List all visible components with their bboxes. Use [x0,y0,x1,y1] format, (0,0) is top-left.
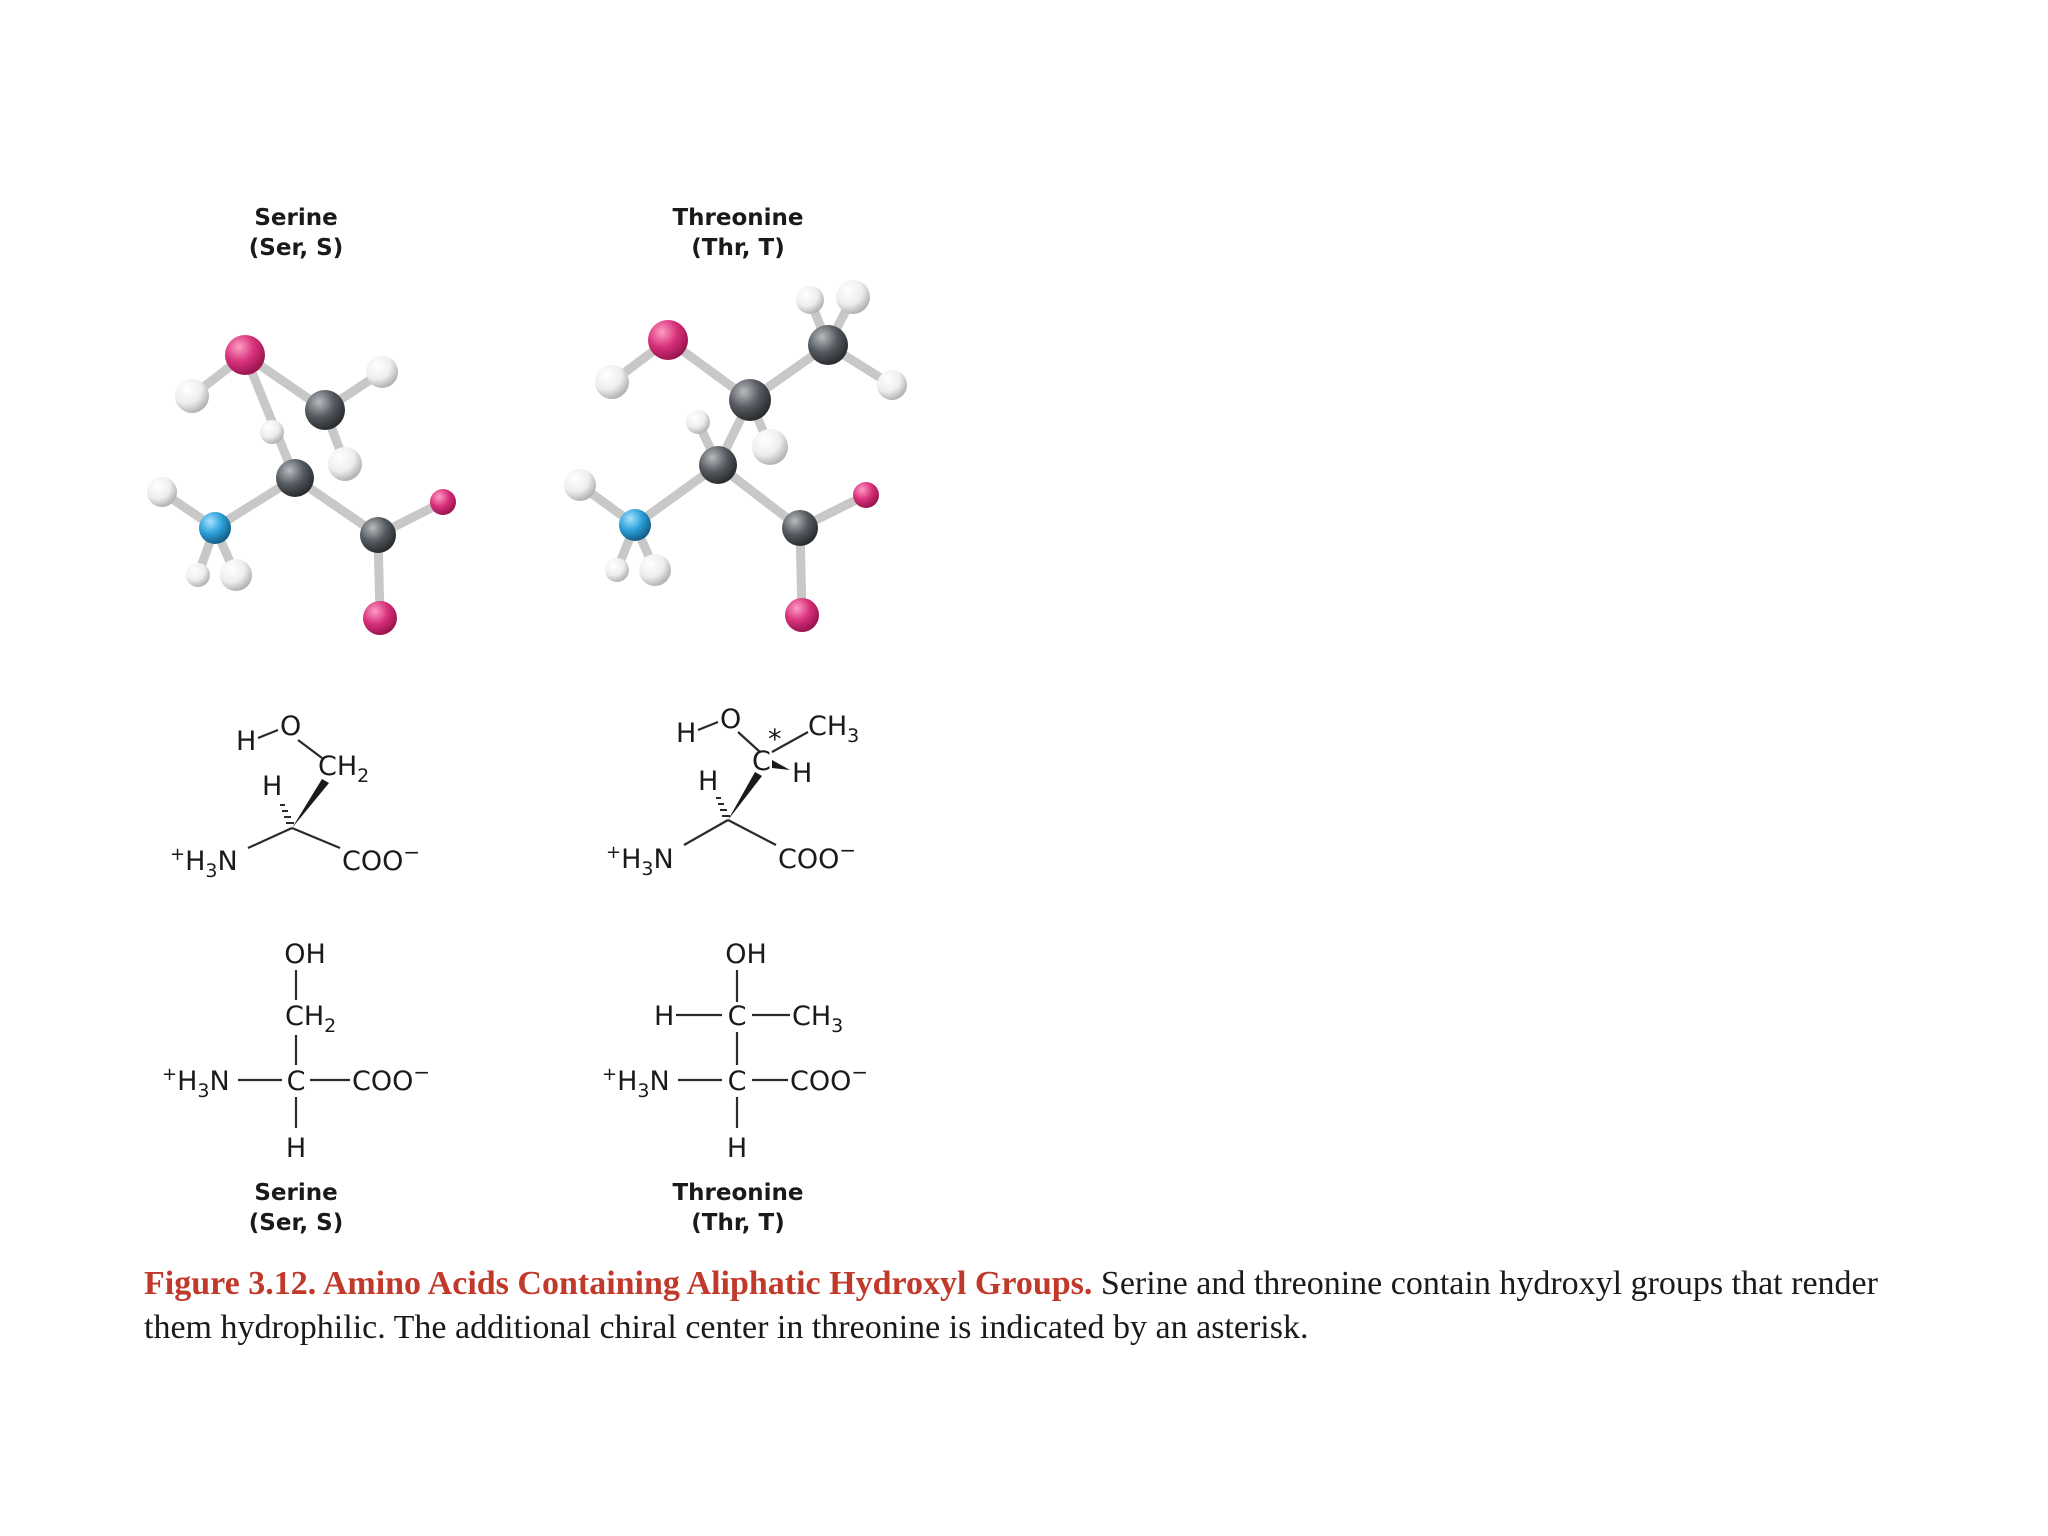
serine-oxygen-atom [225,335,265,375]
threonine-fischer-h-left: H [654,1001,674,1032]
threonine-wedge-c: C [752,746,771,777]
serine-hydrogen-atom [366,356,398,388]
figure-caption: Figure 3.12. Amino Acids Containing Alip… [144,1262,1944,1350]
serine-fischer-amine: +H3N [162,1064,230,1102]
serine-nitrogen-atom [199,512,231,544]
threonine-carbon-atom [729,379,771,421]
threonine-wedge-bond [697,720,719,732]
caption-lead: Figure 3.12. Amino Acids Containing Alip… [144,1265,1093,1302]
threonine-fischer-structure: OH H C CH3 +H3N C COO− H [602,939,868,1164]
serine-bond [240,350,300,483]
serine-wedge-oh-o: O [280,711,301,742]
serine-wedge-structure: H O CH2 H +H3N COO− [170,711,420,882]
threonine-wedge-bond-solid [772,760,790,770]
serine-fischer-ch2: CH2 [285,1001,336,1037]
serine-hydrogen-atom [260,420,284,444]
threonine-name: Threonine [672,205,803,231]
threonine-footer: Threonine (Thr, T) [672,1180,803,1236]
threonine-ball-stick-model [564,280,907,632]
serine-wedge-h: H [262,771,282,802]
serine-hydrogen-atom [186,563,210,587]
threonine-fischer-oh: OH [725,939,767,970]
threonine-wedge-bond-solid [728,772,762,820]
serine-oxygen-atom [430,489,456,515]
caption-body: Serine and threonine contain hydroxyl gr… [144,1265,1878,1346]
threonine-fischer-c: C [728,1066,747,1097]
threonine-wedge-asterisk: * [768,724,782,755]
serine-wedge-amine: +H3N [170,844,238,882]
threonine-hydrogen-atom [752,429,788,465]
threonine-fischer-carboxylate: COO− [790,1060,868,1097]
serine-carbon-atom [360,517,396,553]
serine-footer-abbr: (Ser, S) [249,1210,343,1236]
threonine-hydrogen-atom [836,280,870,314]
threonine-hydrogen-atom [595,365,629,399]
threonine-oxygen-atom [853,482,879,508]
serine-wedge-bond [297,739,323,759]
serine-wedge-oh-h: H [236,726,256,757]
threonine-fischer-c-top: C [728,1001,747,1032]
serine-hydrogen-atom [328,447,362,481]
threonine-abbr: (Thr, T) [691,235,784,261]
threonine-hydrogen-atom [564,469,596,501]
threonine-wedge-ch3: CH3 [808,711,859,747]
threonine-wedge-structure: H O CH3 * C H H +H3N COO− [606,704,859,880]
serine-carbon-atom [305,390,345,430]
serine-carbon-atom [276,459,314,497]
serine-wedge-bond-solid [292,779,329,828]
threonine-wedge-h: H [698,766,718,797]
threonine-header: Threonine (Thr, T) [672,205,803,261]
serine-fischer-structure: OH CH2 +H3N C COO− H [162,939,430,1164]
serine-ball-stick-model [147,335,456,635]
threonine-hydrogen-atom [796,286,824,314]
serine-wedge-bond-hashed [280,804,294,824]
threonine-fischer-h: H [727,1133,747,1164]
serine-header: Serine (Ser, S) [249,205,343,261]
threonine-wedge-amine: +H3N [606,842,674,880]
threonine-wedge-ch: H [792,758,812,789]
threonine-oxygen-atom [785,598,819,632]
threonine-wedge-bond [683,819,729,846]
threonine-hydrogen-atom [605,558,629,582]
threonine-carbon-atom [699,446,737,484]
serine-wedge-bond [291,826,341,850]
threonine-wedge-bond [727,819,777,846]
serine-wedge-bond [247,826,293,850]
serine-wedge-ch2: CH2 [318,751,369,787]
serine-hydrogen-atom [175,379,209,413]
serine-fischer-c: C [287,1066,306,1097]
threonine-hydrogen-atom [639,554,671,586]
serine-hydrogen-atom [147,477,177,507]
serine-fischer-h: H [286,1133,306,1164]
threonine-nitrogen-atom [619,509,651,541]
threonine-wedge-oh-h: H [676,718,696,749]
serine-hydrogen-atom [220,559,252,591]
serine-wedge-bond [257,728,279,740]
threonine-footer-abbr: (Thr, T) [691,1210,784,1236]
serine-fischer-carboxylate: COO− [352,1060,430,1097]
serine-footer-name: Serine [254,1180,337,1206]
threonine-fischer-ch3: CH3 [792,1001,843,1037]
serine-oxygen-atom [363,601,397,635]
threonine-carbon-atom [782,510,818,546]
serine-name: Serine [254,205,337,231]
threonine-oxygen-atom [648,320,688,360]
threonine-footer-name: Threonine [672,1180,803,1206]
threonine-wedge-carboxylate: COO− [778,838,856,875]
serine-fischer-oh: OH [284,939,326,970]
threonine-wedge-oh-o: O [720,704,741,735]
serine-footer: Serine (Ser, S) [249,1180,343,1236]
threonine-fischer-amine: +H3N [602,1064,670,1102]
serine-wedge-carboxylate: COO− [342,840,420,877]
threonine-wedge-bond [737,731,761,753]
threonine-hydrogen-atom [877,370,907,400]
threonine-hydrogen-atom [686,410,710,434]
threonine-wedge-bond-hashed [716,797,730,817]
threonine-wedge-bond [771,731,809,753]
threonine-carbon-atom [808,325,848,365]
serine-abbr: (Ser, S) [249,235,343,261]
